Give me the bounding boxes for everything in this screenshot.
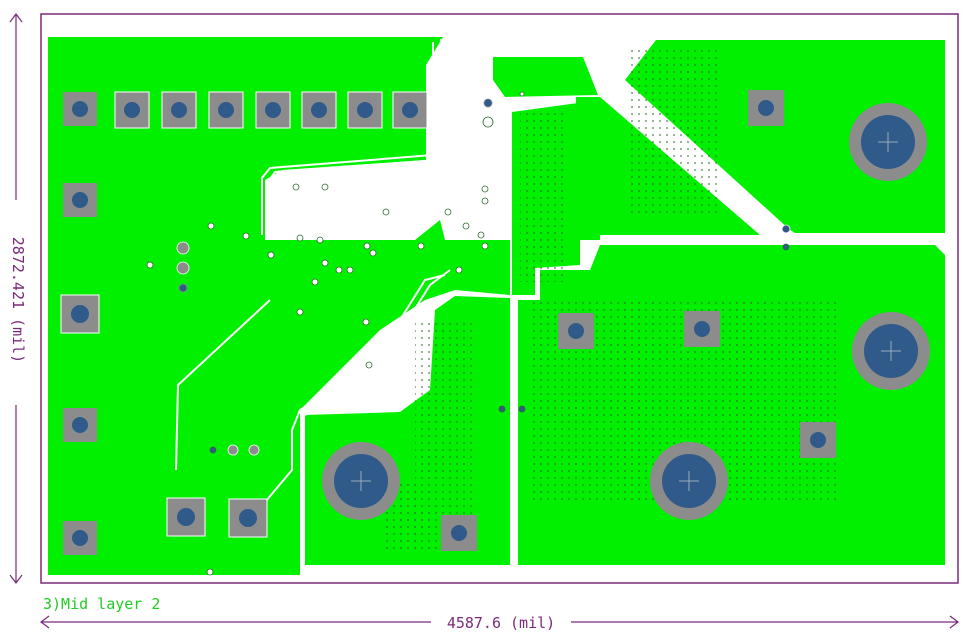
height-dimension-label: 2872.421 (mil) (9, 237, 27, 363)
round-pad (852, 312, 930, 390)
dimension-lines (9, 13, 959, 629)
pad (60, 294, 100, 334)
large-round-pads (322, 103, 930, 520)
pad (63, 92, 97, 126)
pad (208, 91, 244, 129)
pad (63, 521, 97, 555)
pad (800, 422, 836, 458)
width-dimension-label: 4587.6 (mil) (447, 614, 555, 632)
pad (161, 91, 197, 129)
pad (748, 90, 784, 126)
pad (63, 183, 97, 217)
copper-pour-left (48, 37, 510, 575)
pad (301, 91, 337, 129)
pad (441, 515, 477, 551)
pad (558, 313, 594, 349)
pad (228, 498, 268, 538)
round-pad (849, 103, 927, 181)
round-pad (322, 442, 400, 520)
pad (255, 91, 291, 129)
trace-clearances (175, 39, 786, 521)
square-pads (60, 90, 836, 555)
pad (63, 408, 97, 442)
layer-label: 3)Mid layer 2 (43, 595, 160, 613)
pad (166, 497, 206, 537)
copper-pour-top-center (493, 57, 598, 97)
pad (684, 311, 720, 347)
vias (146, 91, 791, 576)
pad (392, 91, 428, 129)
pad (347, 91, 383, 129)
round-pad (650, 442, 728, 520)
pad (114, 91, 150, 129)
